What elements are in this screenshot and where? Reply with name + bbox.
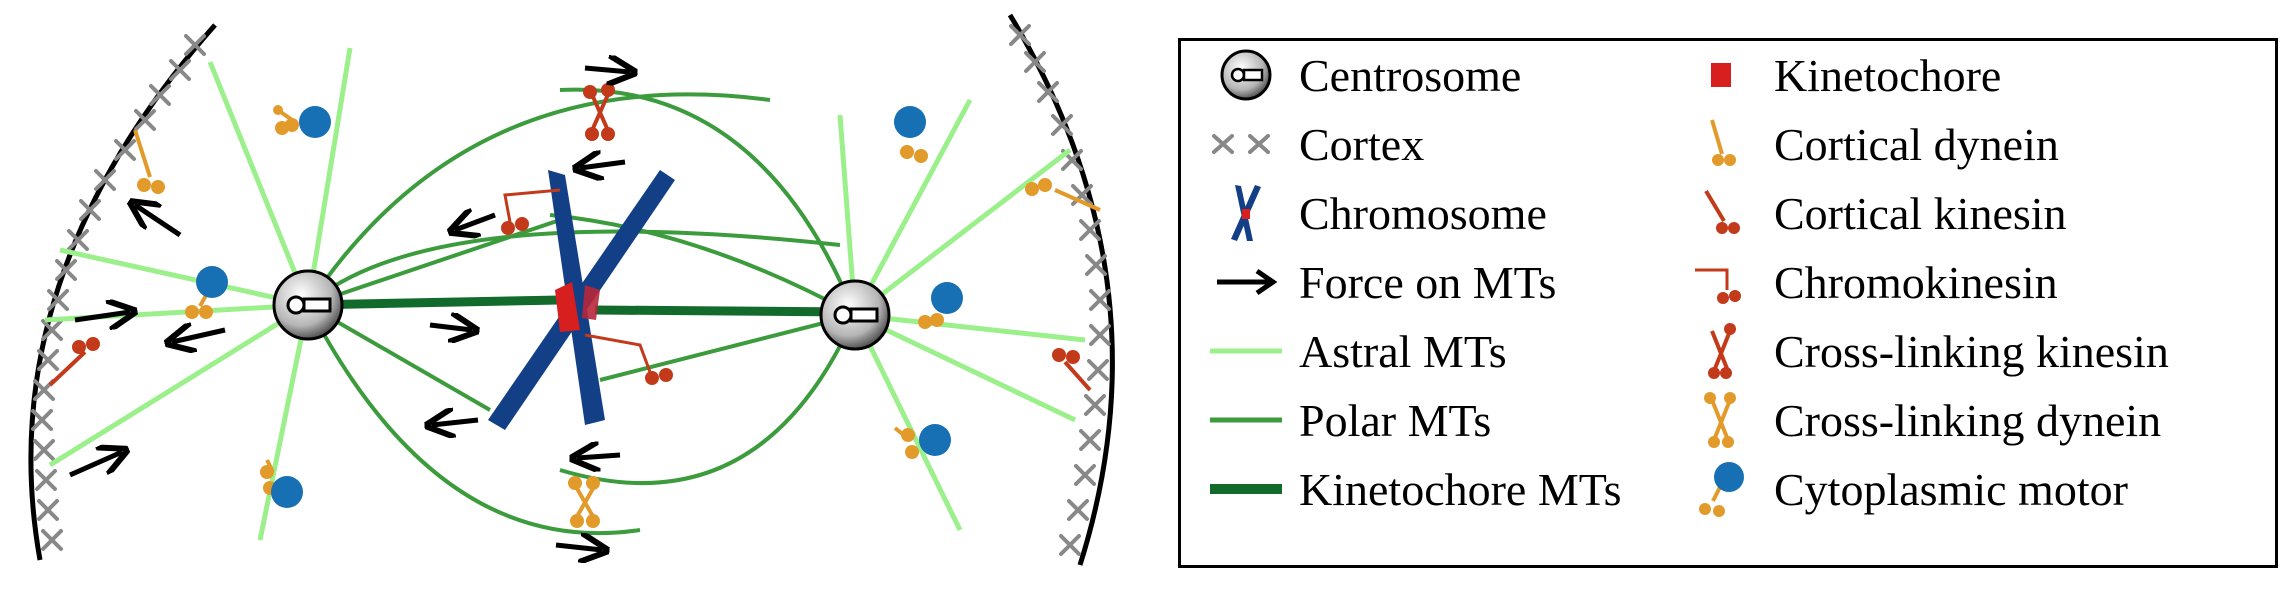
legend-item: Cross-linking kinesin bbox=[1676, 321, 2169, 381]
polar-mt-icon bbox=[1201, 390, 1291, 450]
cortical-dynein-icon bbox=[1676, 114, 1766, 174]
centrosome-left bbox=[272, 269, 344, 341]
legend-label: Kinetochore bbox=[1774, 49, 2002, 101]
legend-item: Cortex bbox=[1201, 114, 1424, 174]
chromosome-icon bbox=[1201, 183, 1291, 243]
legend-label: Cortex bbox=[1299, 118, 1425, 170]
legend-label: Cortical dynein bbox=[1774, 118, 2059, 170]
chromosome bbox=[488, 170, 675, 430]
legend-item: Centrosome bbox=[1201, 45, 1521, 105]
legend-label: Cross-linking kinesin bbox=[1774, 325, 2169, 377]
legend-label: Force on MTs bbox=[1299, 256, 1557, 308]
cross-linking-kinesin-icon bbox=[1676, 321, 1766, 381]
cortex-right bbox=[1007, 13, 1115, 566]
cortical-dyneins bbox=[133, 129, 1101, 212]
legend-item: Cytoplasmic motor bbox=[1676, 459, 2128, 519]
legend-item: Kinetochore MTs bbox=[1201, 459, 1622, 519]
legend-item: Chromosome bbox=[1201, 183, 1547, 243]
legend-label: Chromokinesin bbox=[1774, 256, 2058, 308]
astral-mts bbox=[44, 47, 1086, 541]
legend-label: Cortical kinesin bbox=[1774, 187, 2067, 239]
cortical-kinesin-icon bbox=[1676, 183, 1766, 243]
cortex-icon bbox=[1201, 114, 1291, 174]
centrosome-icon bbox=[1201, 45, 1291, 105]
cross-linking-dynein bbox=[568, 476, 600, 528]
cross-linking-dynein-icon bbox=[1676, 390, 1766, 450]
legend-label: Polar MTs bbox=[1299, 394, 1492, 446]
legend-label: Kinetochore MTs bbox=[1299, 463, 1622, 515]
legend-item: Kinetochore bbox=[1676, 45, 2001, 105]
cortical-kinesins bbox=[48, 337, 1092, 392]
centrosome-right bbox=[819, 279, 891, 351]
cytoplasmic-motors bbox=[185, 105, 963, 508]
legend-label: Chromosome bbox=[1299, 187, 1547, 239]
cytoplasmic-motor-icon bbox=[1676, 459, 1766, 519]
legend-item: Cortical dynein bbox=[1676, 114, 2059, 174]
legend-item: Cross-linking dynein bbox=[1676, 390, 2161, 450]
cortex-left bbox=[28, 23, 217, 561]
mitotic-spindle-diagram bbox=[28, 13, 1115, 566]
legend-item: Chromokinesin bbox=[1676, 252, 2058, 312]
legend-label: Astral MTs bbox=[1299, 325, 1507, 377]
legend-item: Cortical kinesin bbox=[1676, 183, 2067, 243]
kinetochore-icon bbox=[1676, 45, 1766, 105]
legend-item: Force on MTs bbox=[1201, 252, 1556, 312]
kinetochore-mt-icon bbox=[1201, 459, 1291, 519]
legend-item: Astral MTs bbox=[1201, 321, 1507, 381]
legend-label: Centrosome bbox=[1299, 49, 1522, 101]
astral-mt-icon bbox=[1201, 321, 1291, 381]
force-arrow-icon bbox=[1201, 252, 1291, 312]
cross-linking-kinesin bbox=[583, 83, 615, 141]
chromokinesins bbox=[501, 188, 673, 385]
legend-item: Polar MTs bbox=[1201, 390, 1491, 450]
chromokinesin-icon bbox=[1676, 252, 1766, 312]
kinetochore-mts bbox=[307, 295, 856, 317]
legend-label: Cytoplasmic motor bbox=[1774, 463, 2128, 515]
legend-label: Cross-linking dynein bbox=[1774, 394, 2162, 446]
force-arrows bbox=[68, 68, 630, 550]
